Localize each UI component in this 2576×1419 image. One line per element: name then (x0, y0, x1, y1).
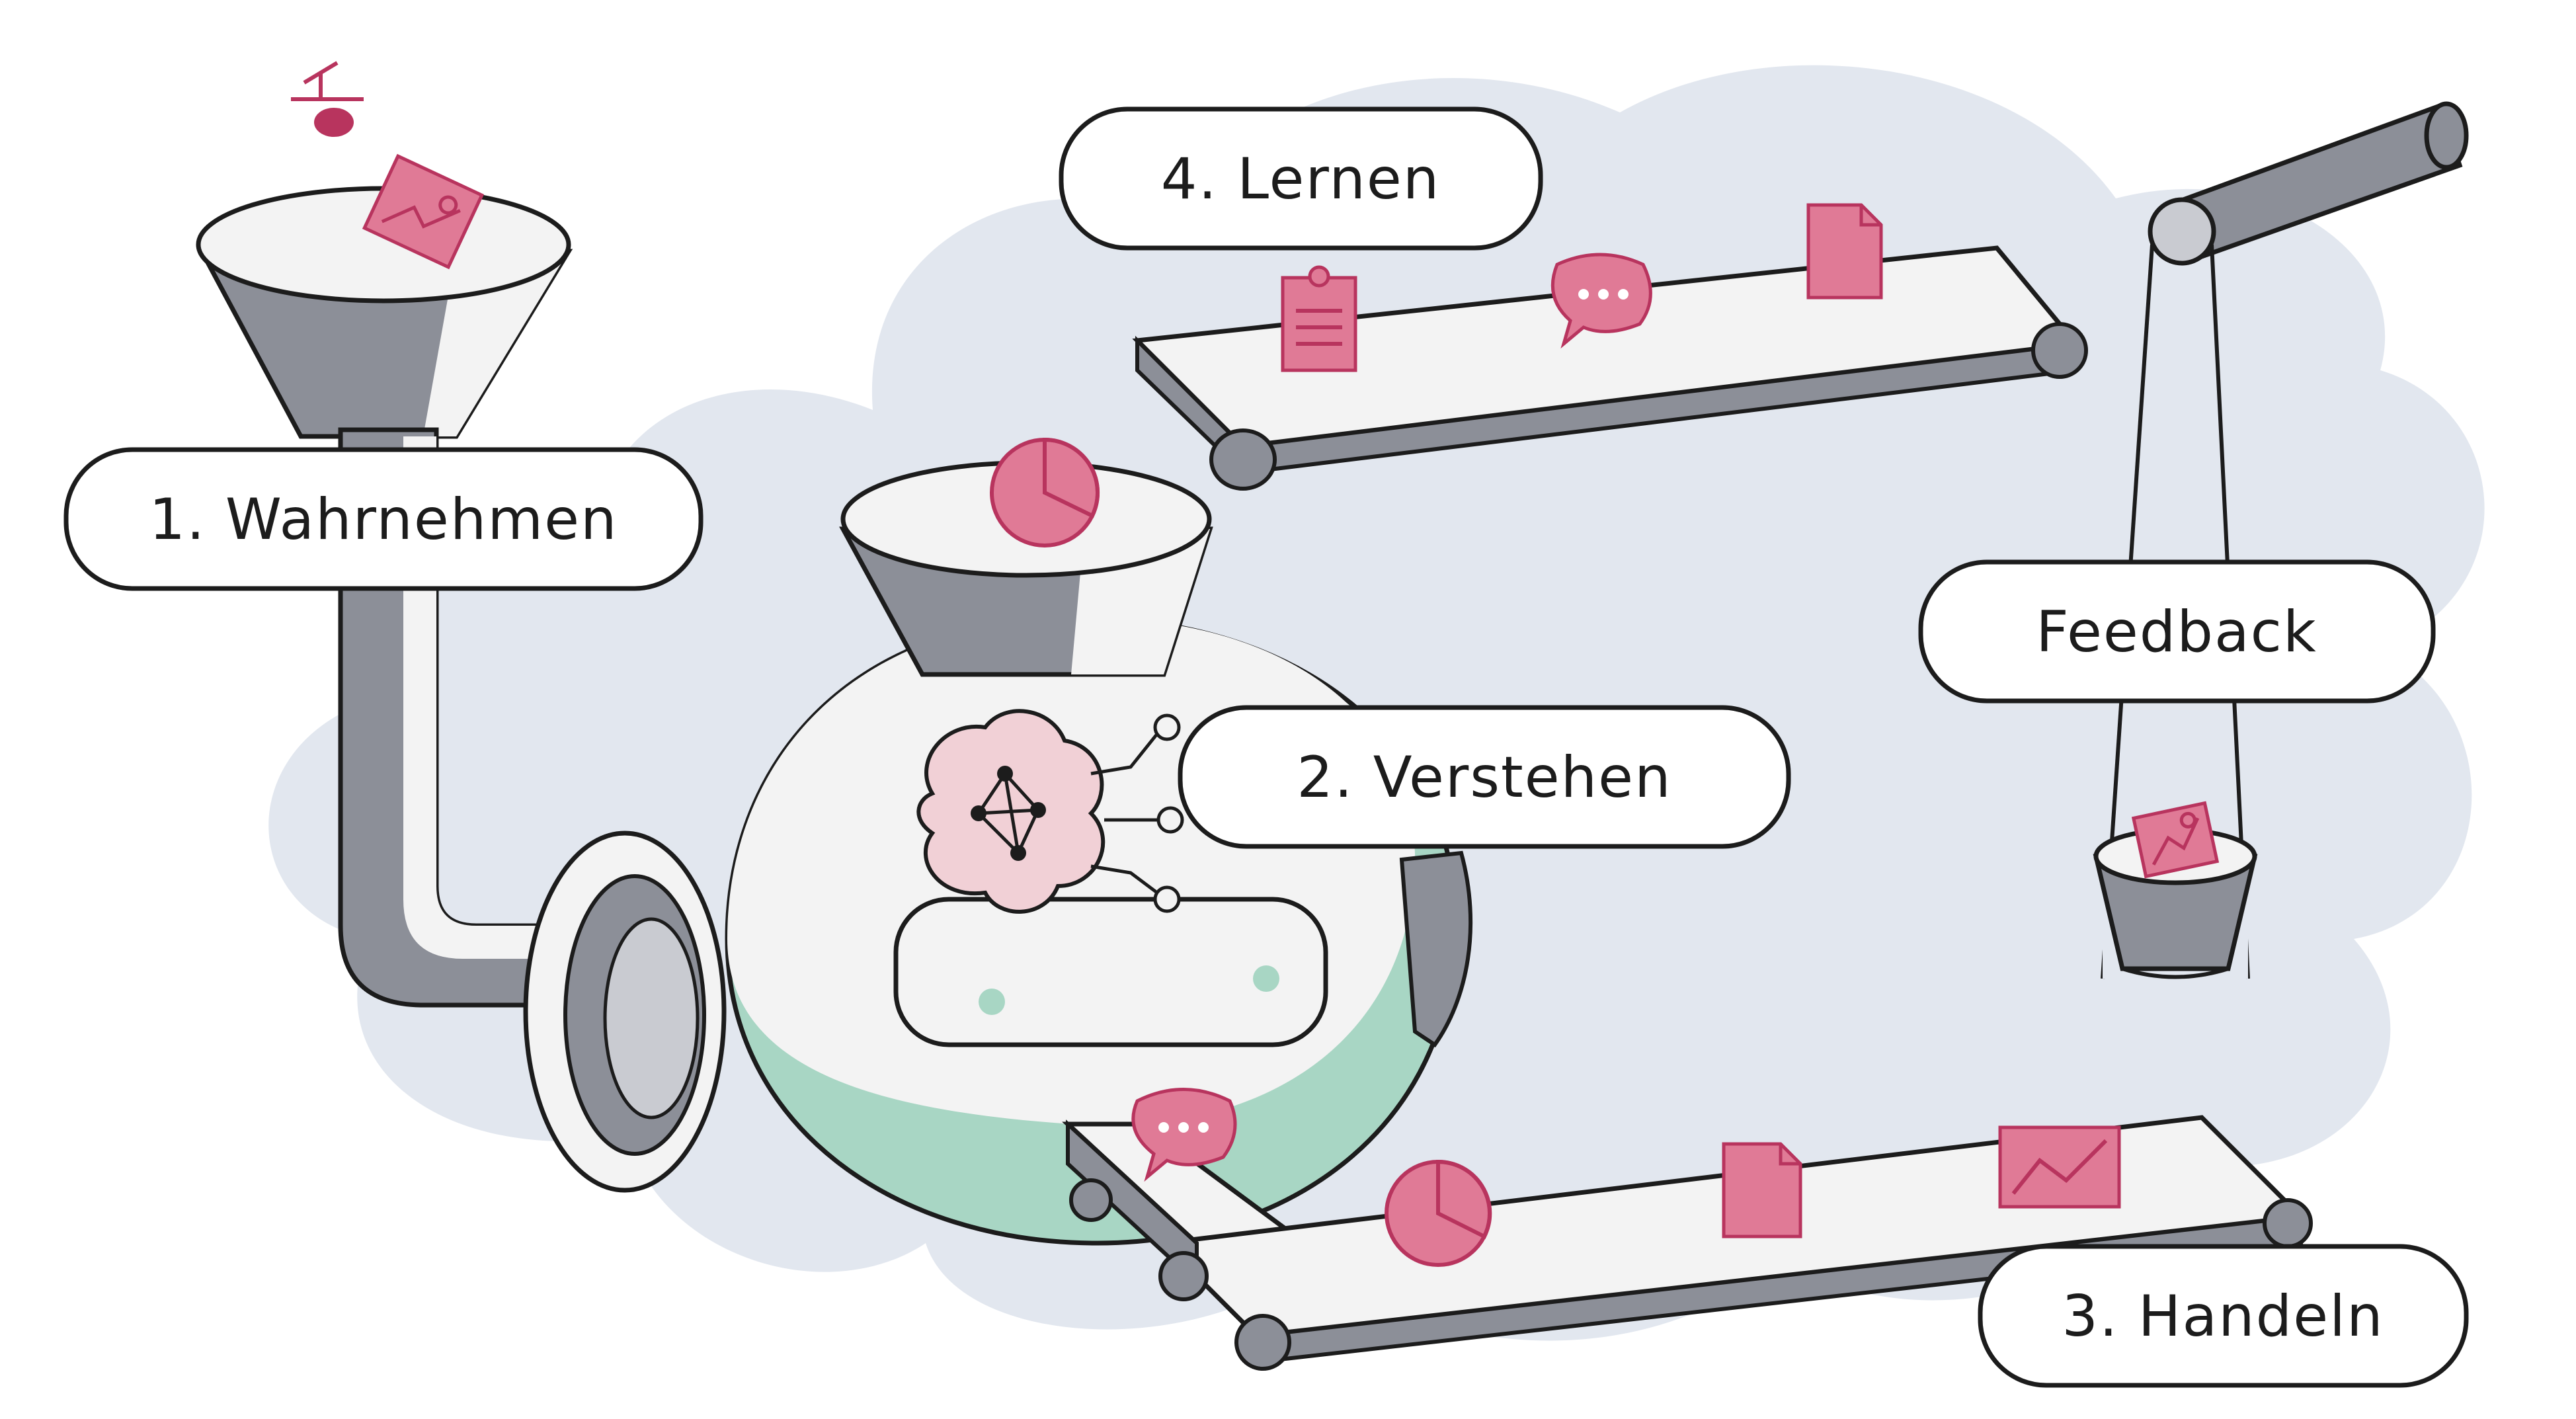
svg-text:Feedback: Feedback (2036, 599, 2317, 665)
pie-chart-icon (1385, 1159, 1492, 1267)
step-4-label: 4. Lernen (1059, 106, 1543, 251)
brain-network-icon (916, 709, 1184, 914)
document-icon (1722, 1142, 1802, 1238)
step-3-label: 3. Handeln (1978, 1244, 2469, 1388)
svg-text:2. Verstehen: 2. Verstehen (1297, 745, 1671, 811)
step-1-label: 1. Wahrnehmen (63, 447, 704, 591)
svg-text:3. Handeln: 3. Handeln (2062, 1283, 2384, 1350)
document-icon (1806, 203, 1883, 300)
chat-bubble-icon (1550, 253, 1652, 349)
image-icon (362, 153, 485, 270)
line-chart-icon (1998, 1125, 2121, 1209)
machine-hopper (839, 460, 1213, 677)
pie-chart-icon (990, 437, 1100, 547)
image-icon (2131, 801, 2220, 879)
step-2-label: 2. Verstehen (1178, 705, 1791, 849)
svg-text:1. Wahrnehmen: 1. Wahrnehmen (149, 487, 618, 553)
input-funnel (196, 186, 573, 439)
eye-icon (291, 61, 364, 137)
chat-bubble-icon (1131, 1088, 1237, 1182)
svg-text:4. Lernen: 4. Lernen (1161, 146, 1440, 212)
feedback-label: Feedback (1918, 559, 2436, 704)
clipboard-icon (1281, 265, 1357, 372)
